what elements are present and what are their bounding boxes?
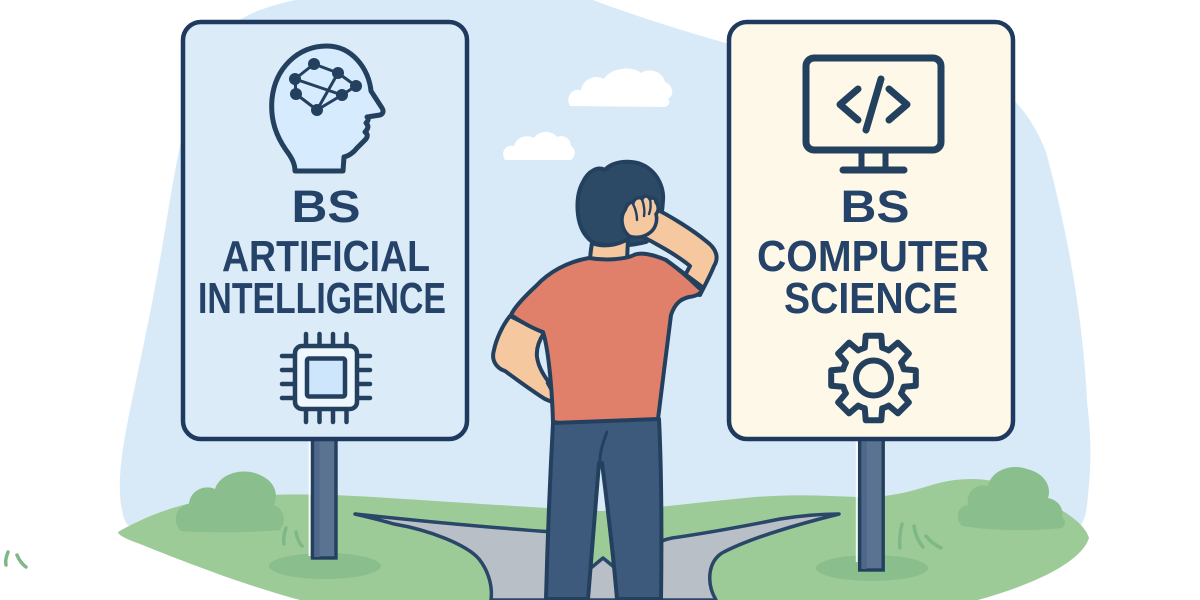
svg-text:COMPUTER: COMPUTER	[757, 232, 989, 281]
svg-text:BS: BS	[292, 181, 361, 232]
svg-text:SCIENCE: SCIENCE	[784, 274, 958, 323]
svg-text:INTELLIGENCE: INTELLIGENCE	[198, 274, 446, 323]
svg-text:BS: BS	[841, 181, 910, 232]
svg-text:ARTIFICIAL: ARTIFICIAL	[222, 232, 430, 281]
